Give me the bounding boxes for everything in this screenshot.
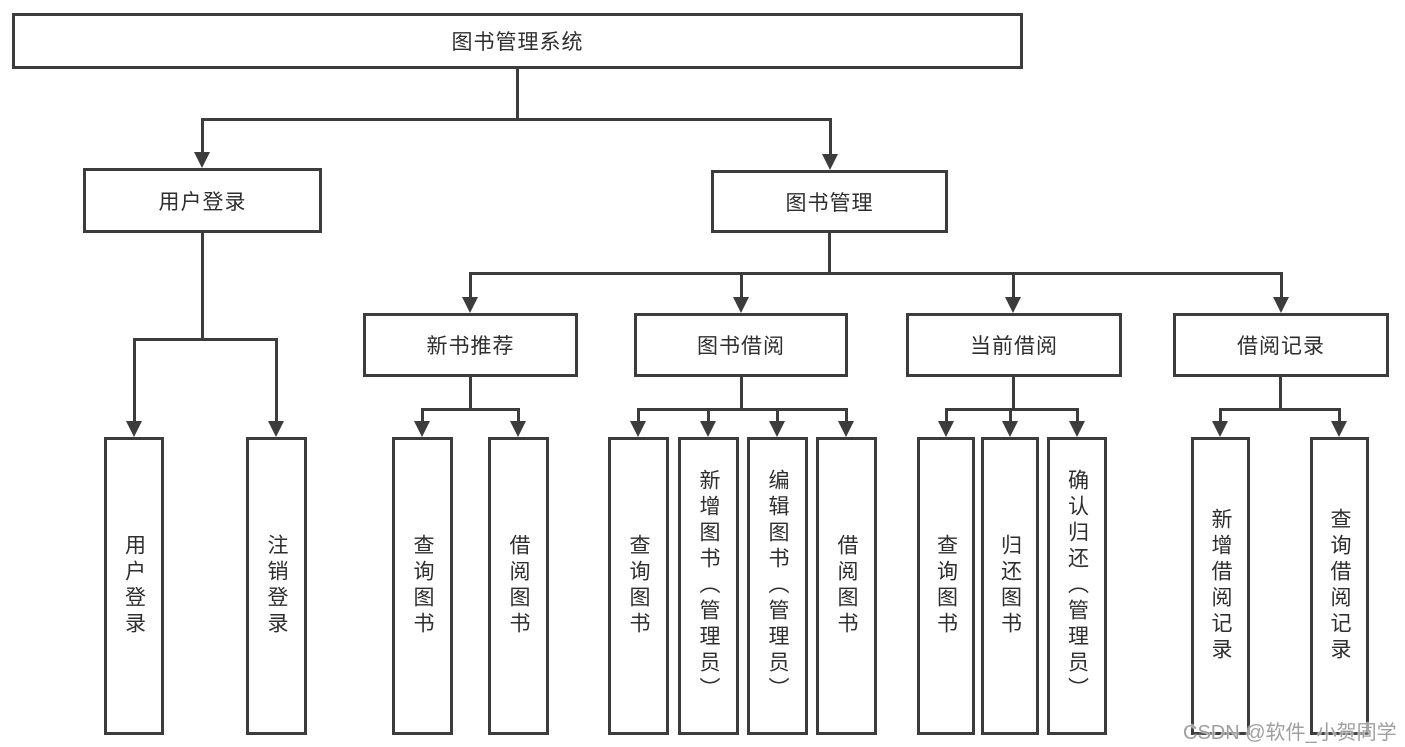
leaf-borrowing-edit-books-admin: 编辑图书（管理员） [747, 437, 808, 735]
arrowhead-icon [1212, 421, 1228, 437]
arrowhead-icon [769, 421, 785, 437]
arrowhead-icon [462, 297, 478, 313]
arrowhead-icon [268, 421, 284, 437]
connector-line [740, 377, 743, 411]
connector-line [637, 408, 640, 424]
connector-line [201, 118, 831, 121]
leaf-label: 用户登录 [122, 534, 146, 638]
leaf-logout: 注销登录 [246, 437, 307, 735]
leaf-borrowing-query-books: 查询图书 [608, 437, 669, 735]
leaf-current-return-books: 归还图书 [981, 437, 1039, 735]
connector-line [1012, 377, 1015, 411]
leaf-newbook-borrow-books: 借阅图书 [488, 437, 549, 735]
connector-line [469, 377, 472, 411]
arrowhead-icon [838, 421, 854, 437]
arrowhead-icon [1002, 421, 1018, 437]
connector-line [776, 408, 779, 424]
leaf-label: 注销登录 [265, 534, 289, 638]
connector-line [1280, 272, 1283, 299]
connector-line [421, 408, 424, 424]
connector-line [1009, 408, 1012, 424]
arrowhead-icon [1331, 421, 1347, 437]
leaf-label: 归还图书 [998, 534, 1022, 638]
connector-line [1279, 377, 1282, 411]
leaf-label: 借阅图书 [507, 534, 531, 638]
node-library-system: 图书管理系统 [12, 13, 1023, 69]
watermark: CSDN @软件_小贺同学 [1183, 722, 1397, 744]
arrowhead-icon [1069, 421, 1085, 437]
leaf-label: 查询借阅记录 [1328, 508, 1352, 664]
connector-line [1219, 408, 1222, 424]
connector-line [707, 408, 710, 424]
connector-line [421, 408, 520, 411]
leaf-records-query-record: 查询借阅记录 [1310, 437, 1369, 735]
arrowhead-icon [733, 297, 749, 313]
leaf-label: 编辑图书（管理员） [766, 469, 790, 703]
arrowhead-icon [630, 421, 646, 437]
arrowhead-icon [414, 421, 430, 437]
node-user-login: 用户登录 [83, 168, 322, 233]
arrowhead-icon [938, 421, 954, 437]
leaf-label: 新增图书（管理员） [697, 469, 721, 703]
leaf-label: 确认归还（管理员） [1065, 469, 1089, 703]
leaf-label: 查询图书 [627, 534, 651, 638]
leaf-label: 查询图书 [411, 534, 435, 638]
connector-line [945, 408, 948, 424]
leaf-current-query-books: 查询图书 [917, 437, 975, 735]
leaf-borrowing-add-books-admin: 新增图书（管理员） [678, 437, 739, 735]
connector-line [275, 338, 278, 423]
arrowhead-icon [822, 154, 838, 170]
leaf-records-add-record: 新增借阅记录 [1191, 437, 1250, 735]
connector-line [469, 272, 472, 299]
connector-line [517, 408, 520, 424]
leaf-label: 查询图书 [934, 534, 958, 638]
arrowhead-icon [1005, 297, 1021, 313]
leaf-user-login: 用户登录 [104, 437, 164, 735]
arrowhead-icon [194, 152, 210, 168]
connector-line [133, 338, 278, 341]
connector-line [516, 68, 519, 120]
connector-line [1012, 272, 1015, 299]
leaf-borrowing-borrow-books: 借阅图书 [816, 437, 877, 735]
connector-line [828, 233, 831, 275]
connector-line [740, 272, 743, 299]
node-current-borrowing: 当前借阅 [906, 313, 1122, 377]
connector-line [133, 338, 136, 423]
connector-line [1338, 408, 1341, 424]
arrowhead-icon [126, 421, 142, 437]
leaf-current-confirm-return-admin: 确认归还（管理员） [1047, 437, 1107, 735]
leaf-label: 新增借阅记录 [1209, 508, 1233, 664]
connector-line [1219, 408, 1341, 411]
connector-line [829, 118, 832, 156]
arrowhead-icon [1273, 297, 1289, 313]
leaf-newbook-query-books: 查询图书 [392, 437, 453, 735]
arrowhead-icon [510, 421, 526, 437]
node-new-book-recommend: 新书推荐 [363, 313, 578, 377]
node-borrowing-records: 借阅记录 [1173, 313, 1389, 377]
connector-line [1076, 408, 1079, 424]
connector-line [637, 408, 848, 411]
connector-line [845, 408, 848, 424]
node-book-management: 图书管理 [711, 170, 948, 233]
connector-line [201, 118, 204, 154]
arrowhead-icon [700, 421, 716, 437]
connector-line [469, 272, 1283, 275]
leaf-label: 借阅图书 [835, 534, 859, 638]
node-book-borrowing: 图书借阅 [634, 313, 848, 377]
connector-line [201, 233, 204, 341]
